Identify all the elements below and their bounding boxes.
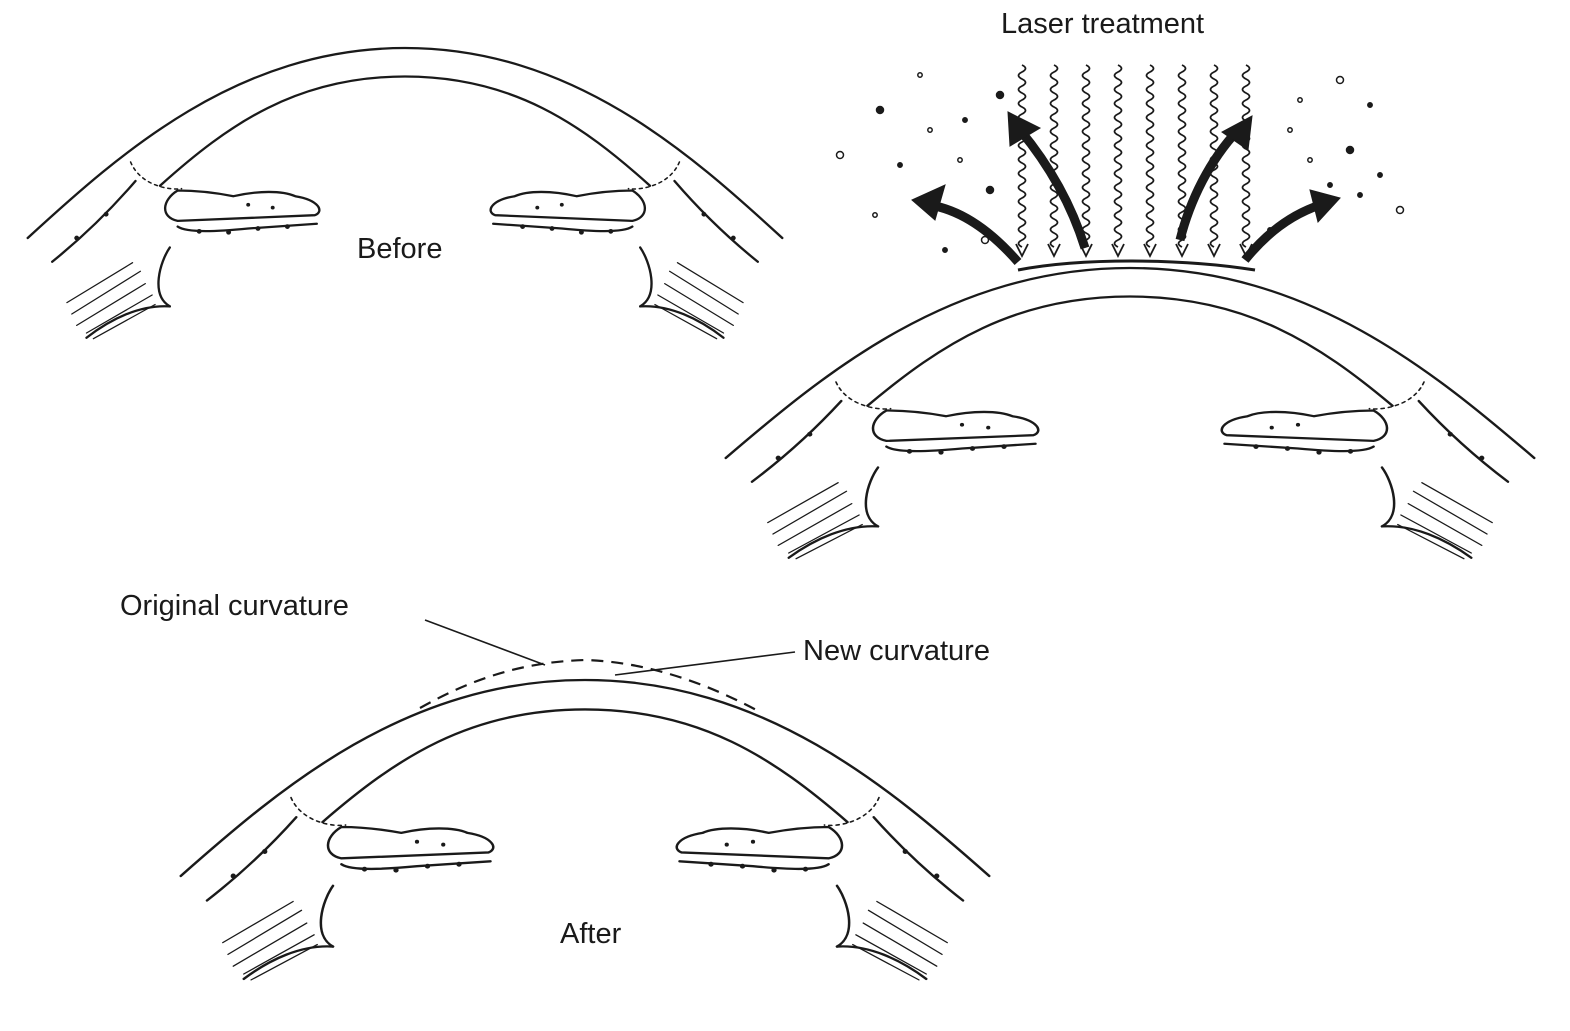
label-original-curvature: Original curvature [120, 592, 349, 621]
laser-beam-3 [1083, 65, 1090, 247]
debris-particle [958, 158, 962, 162]
debris-particle [1368, 103, 1372, 107]
plume-arrow-3 [1180, 130, 1238, 240]
debris-particle [837, 152, 844, 159]
label-before: Before [357, 235, 442, 264]
laser-beam-arrowhead-6 [1176, 244, 1188, 256]
label-after: After [560, 920, 621, 949]
label-new-curvature: New curvature [803, 637, 990, 666]
debris-particle [1358, 193, 1362, 197]
leader-lines [425, 620, 795, 675]
debris-particle [1288, 128, 1292, 132]
plume-arrows [912, 112, 1340, 262]
debris-particle [943, 248, 947, 252]
leader-new [615, 652, 795, 675]
laser-beam-arrowhead-7 [1208, 244, 1220, 256]
debris-particle [1298, 98, 1302, 102]
plume-arrow-4 [1245, 205, 1320, 260]
label-laser-treatment: Laser treatment [1001, 10, 1204, 39]
laser-beam-2 [1051, 65, 1058, 247]
debris-particle [1378, 173, 1382, 177]
laser-beam-5 [1147, 65, 1154, 247]
original-curvature-dashed [420, 660, 760, 712]
debris-particle [1397, 207, 1404, 214]
laser-beam-arrowhead-4 [1112, 244, 1124, 256]
debris-particle [1308, 158, 1312, 162]
laser-beam-arrowhead-5 [1144, 244, 1156, 256]
laser-beam-1 [1019, 65, 1026, 247]
debris-particle [898, 163, 902, 167]
debris-particle [1328, 183, 1332, 187]
debris-particle [918, 73, 922, 77]
laser-beam-4 [1115, 65, 1122, 247]
debris-particle [987, 187, 994, 194]
debris-particle [997, 92, 1004, 99]
laser-beam-arrowhead-1 [1016, 244, 1028, 256]
laser-beam-8 [1243, 65, 1250, 247]
debris-particle [1347, 147, 1354, 154]
debris-particle [873, 213, 877, 217]
debris-particle [1337, 77, 1344, 84]
debris-particle [963, 118, 967, 122]
debris-particle [877, 107, 884, 114]
leader-original [425, 620, 545, 665]
debris-particle [928, 128, 932, 132]
plume-arrow-1 [930, 205, 1018, 262]
eye-before [28, 48, 783, 339]
laser-beam-arrowhead-2 [1048, 244, 1060, 256]
eye-laser-treatment [726, 261, 1535, 559]
